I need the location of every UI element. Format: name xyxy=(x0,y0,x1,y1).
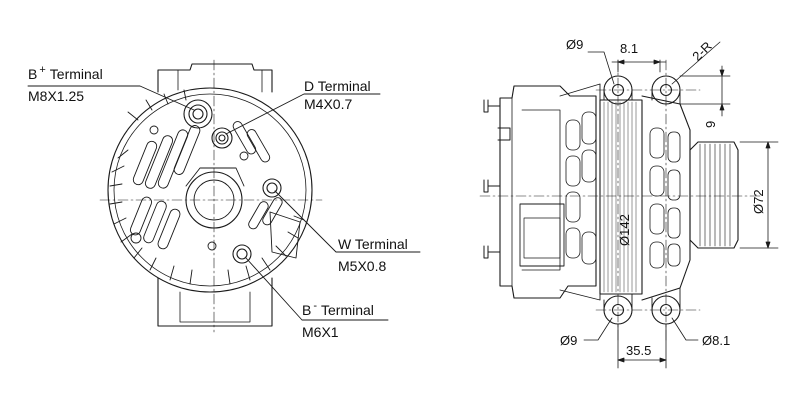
dim-hole-bottom-right: Ø8.1 xyxy=(702,333,731,348)
w-terminal-label: W Terminal xyxy=(338,236,408,252)
b-plus-letter: B xyxy=(28,66,38,82)
dim-body-diameter: Ø142 xyxy=(617,214,632,246)
dim-pulley-diameter: Ø72 xyxy=(751,189,766,214)
b-minus-word: Terminal xyxy=(321,302,374,318)
b-minus-terminal-label: B-Terminal xyxy=(302,300,374,320)
b-minus-superscript: - xyxy=(313,300,318,312)
b-plus-terminal-label: B+Terminal xyxy=(28,64,103,84)
dim-hole-bottom: Ø9 xyxy=(560,333,578,348)
dim-spacing-bottom: 35.5 xyxy=(626,343,652,358)
b-plus-word: Terminal xyxy=(49,66,103,82)
dim-hole-top: Ø9 xyxy=(566,37,584,52)
b-minus-thread: M6X1 xyxy=(302,324,339,340)
d-terminal-label: D Terminal xyxy=(304,78,371,94)
b-plus-thread: M8X1.25 xyxy=(28,88,85,104)
side-view xyxy=(479,41,779,369)
b-minus-letter: B xyxy=(302,302,312,318)
d-terminal-thread: M4X0.7 xyxy=(304,96,353,112)
b-plus-superscript: + xyxy=(39,64,46,76)
w-terminal-thread: M5X0.8 xyxy=(338,258,387,274)
rear-view xyxy=(27,59,421,333)
dim-height-9: 9 xyxy=(703,120,718,128)
dim-spacing-top: 8.1 xyxy=(620,41,639,56)
